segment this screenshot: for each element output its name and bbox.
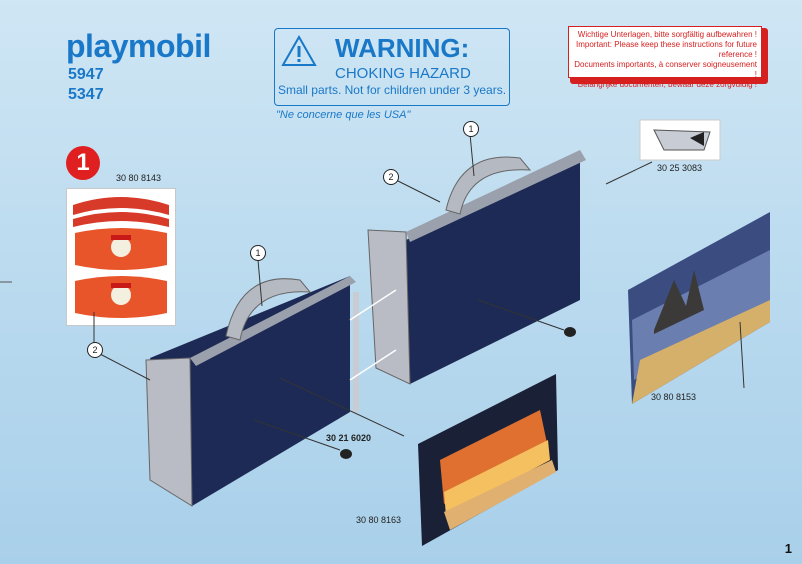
peg-right	[564, 327, 576, 337]
notice-line-nl: Belangrijke documenten, bewaar deze zorg…	[577, 80, 757, 89]
callout-latch-left: 2	[87, 342, 103, 358]
decal-sheet-code: 30 80 8143	[116, 173, 162, 183]
playmobil-logo: playmobil	[66, 28, 211, 64]
product-number-2: 5347	[68, 86, 104, 103]
pirate-decal-icon	[73, 197, 169, 318]
callout-latch-right: 2	[383, 169, 399, 185]
island-backdrop-code: 30 80 8163	[356, 515, 402, 525]
notice-line-en: Important: Please keep these instruction…	[576, 40, 757, 59]
step-number-badge: 1	[66, 146, 100, 180]
warning-note: Small parts. Not for children under 3 ye…	[277, 83, 507, 97]
warning-title: WARNING:	[335, 33, 470, 63]
usa-note: "Ne concerne que les USA"	[276, 109, 411, 121]
callout-handle-right: 1	[463, 121, 479, 137]
case-right	[367, 150, 586, 385]
backdrop-ship	[628, 212, 770, 404]
peg-code: 30 21 6020	[326, 433, 372, 443]
hinge-detail	[605, 119, 721, 185]
warning-triangle-icon	[281, 35, 317, 66]
ship-backdrop-code: 30 80 8153	[651, 392, 697, 402]
callout-handle-left: 1	[250, 245, 266, 261]
notice-line-de: Wichtige Unterlagen, bitte sorgfältig au…	[577, 30, 757, 39]
product-number-1: 5947	[68, 66, 104, 83]
warning-box: WARNING: CHOKING HAZARD Small parts. Not…	[274, 28, 510, 106]
decal-sheet	[66, 188, 176, 326]
hinge-code: 30 25 3083	[657, 163, 703, 173]
instructions-notice: Wichtige Unterlagen, bitte sorgfältig au…	[568, 26, 762, 89]
peg-left	[340, 449, 352, 459]
case-left	[145, 276, 359, 507]
page-number: 1	[784, 541, 792, 556]
notice-line-fr: Documents importants, à conserver soigne…	[574, 60, 757, 79]
warning-subtitle: CHOKING HAZARD	[335, 65, 471, 82]
backdrop-island	[279, 374, 558, 546]
